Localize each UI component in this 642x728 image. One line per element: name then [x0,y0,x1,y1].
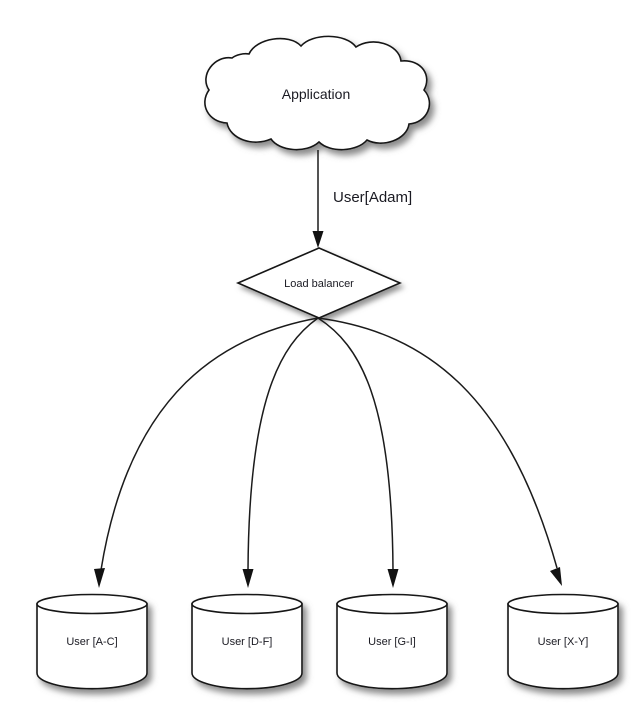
edge-balancer-to-db-4-curve [317,317,558,569]
edge-balancer-to-db-1[interactable] [94,317,319,588]
database-4-body [507,603,619,690]
node-database-2[interactable]: User [D-F] [191,593,303,690]
edge-balancer-to-db-3[interactable] [317,317,399,588]
database-2-body [191,603,303,690]
arrowhead-to-db-1 [94,568,105,588]
database-1-top [36,593,148,615]
edge-label-user-adam: User[Adam] [333,189,412,206]
database-1-body [36,603,148,690]
database-4-label: User [X-Y] [538,636,589,648]
arrowhead-to-db-2 [242,569,254,588]
edge-balancer-to-db-4[interactable] [317,317,562,586]
edge-application-to-balancer[interactable]: User[Adam] [312,150,413,248]
database-3-body [336,603,448,690]
arrowhead-to-db-3 [387,569,399,588]
node-load-balancer-diamond[interactable]: Load balancer [235,247,403,319]
application-label: Application [282,86,351,102]
node-application-cloud[interactable]: Application [204,35,431,151]
database-3-top [336,593,448,615]
node-database-4[interactable]: User [X-Y] [507,593,619,690]
edge-balancer-to-db-1-curve [100,317,319,571]
database-4-top [507,593,619,615]
database-2-top [191,593,303,615]
database-2-label: User [D-F] [222,636,273,648]
arrowhead-to-balancer [312,231,324,248]
arrowhead-to-db-4 [550,567,562,586]
database-3-label: User [G-I] [368,636,416,648]
node-database-1[interactable]: User [A-C] [36,593,148,690]
edge-balancer-to-db-3-curve [317,317,394,571]
edge-balancer-to-db-2[interactable] [242,317,319,588]
database-1-label: User [A-C] [66,636,117,648]
node-database-3[interactable]: User [G-I] [336,593,448,690]
load-balancer-label: Load balancer [284,278,354,290]
edge-balancer-to-db-2-curve [247,317,319,571]
